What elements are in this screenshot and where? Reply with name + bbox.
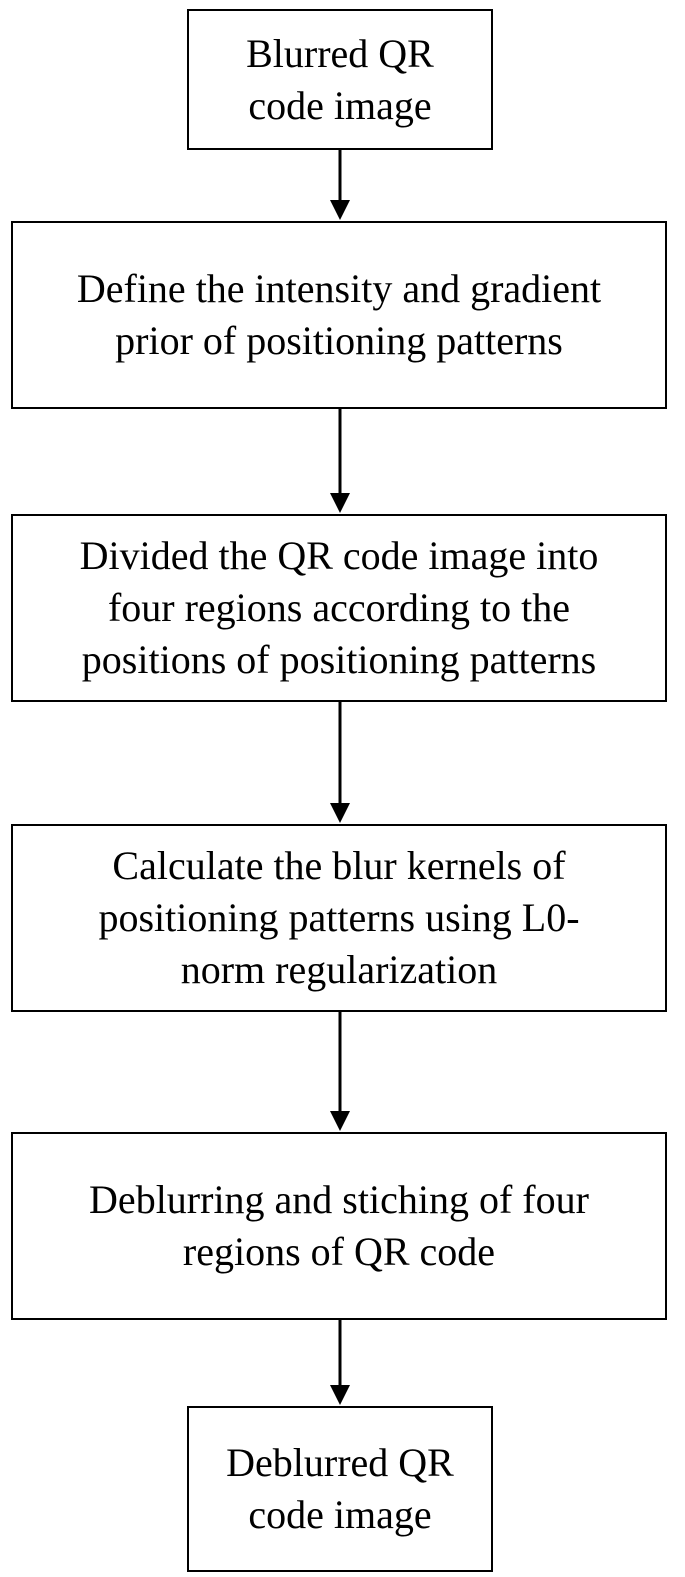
node-label: Deblurred QR code image	[226, 1440, 454, 1537]
arrow-step4-to-end	[330, 1320, 350, 1405]
node-divide-image-into-regions: Divided the QR code image into four regi…	[11, 514, 667, 702]
arrow-step3-to-step4	[330, 1012, 350, 1131]
node-label: Define the intensity and gradient prior …	[76, 266, 602, 363]
node-label: Deblurring and stiching of four regions …	[89, 1177, 589, 1274]
node-deblurred-qr-code-image: Deblurred QR code image	[187, 1406, 493, 1572]
node-deblurring-and-stitching: Deblurring and stiching of four regions …	[11, 1132, 667, 1320]
arrow-step1-to-step2	[330, 409, 350, 513]
node-label: Calculate the blur kernels of positionin…	[98, 843, 580, 992]
node-blurred-qr-code-image: Blurred QR code image	[187, 9, 493, 150]
node-calculate-blur-kernels: Calculate the blur kernels of positionin…	[11, 824, 667, 1012]
node-label: Divided the QR code image into four regi…	[79, 533, 599, 682]
arrow-step2-to-step3	[330, 702, 350, 823]
node-label: Blurred QR code image	[246, 30, 434, 128]
node-define-intensity-gradient-prior: Define the intensity and gradient prior …	[11, 221, 667, 409]
arrow-start-to-step1	[330, 150, 350, 220]
